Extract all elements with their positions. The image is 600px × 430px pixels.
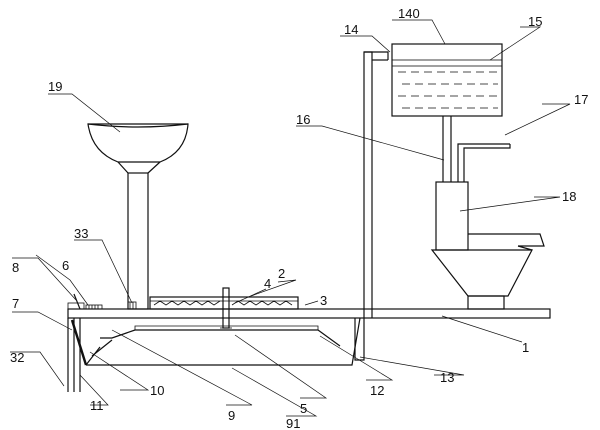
flap-valve bbox=[67, 318, 88, 392]
tank-pipe bbox=[442, 116, 452, 182]
label-14: 14 bbox=[344, 22, 358, 37]
label-11: 11 bbox=[90, 398, 104, 413]
side-post bbox=[67, 293, 103, 310]
label-4: 4 bbox=[264, 276, 271, 291]
reference-labels: 1 2 3 4 5 6 7 8 9 10 11 12 13 14 15 16 1… bbox=[10, 6, 588, 430]
spring-box bbox=[149, 287, 299, 329]
label-18: 18 bbox=[562, 189, 576, 204]
label-12: 12 bbox=[370, 383, 384, 398]
label-32: 32 bbox=[10, 350, 24, 365]
fitting-33 bbox=[127, 301, 137, 310]
label-2: 2 bbox=[278, 266, 285, 281]
label-9: 9 bbox=[228, 408, 235, 423]
floor-slab bbox=[67, 308, 551, 319]
label-19: 19 bbox=[48, 79, 62, 94]
label-13: 13 bbox=[440, 370, 454, 385]
label-33: 33 bbox=[74, 226, 88, 241]
label-7: 7 bbox=[12, 296, 19, 311]
label-3: 3 bbox=[320, 293, 327, 308]
label-6: 6 bbox=[62, 258, 69, 273]
water-tank bbox=[391, 43, 503, 117]
label-15: 15 bbox=[528, 14, 542, 29]
toilet bbox=[430, 143, 545, 310]
underfloor-chamber bbox=[79, 317, 361, 392]
label-140: 140 bbox=[398, 6, 420, 21]
label-17: 17 bbox=[574, 92, 588, 107]
label-8: 8 bbox=[12, 260, 19, 275]
label-5: 5 bbox=[300, 401, 307, 416]
label-16: 16 bbox=[296, 112, 310, 127]
sink-basin bbox=[87, 123, 189, 310]
leader-lines bbox=[10, 19, 571, 417]
label-1: 1 bbox=[522, 340, 529, 355]
label-10: 10 bbox=[150, 383, 164, 398]
label-91: 91 bbox=[286, 416, 300, 430]
drain-pipe bbox=[354, 51, 389, 361]
